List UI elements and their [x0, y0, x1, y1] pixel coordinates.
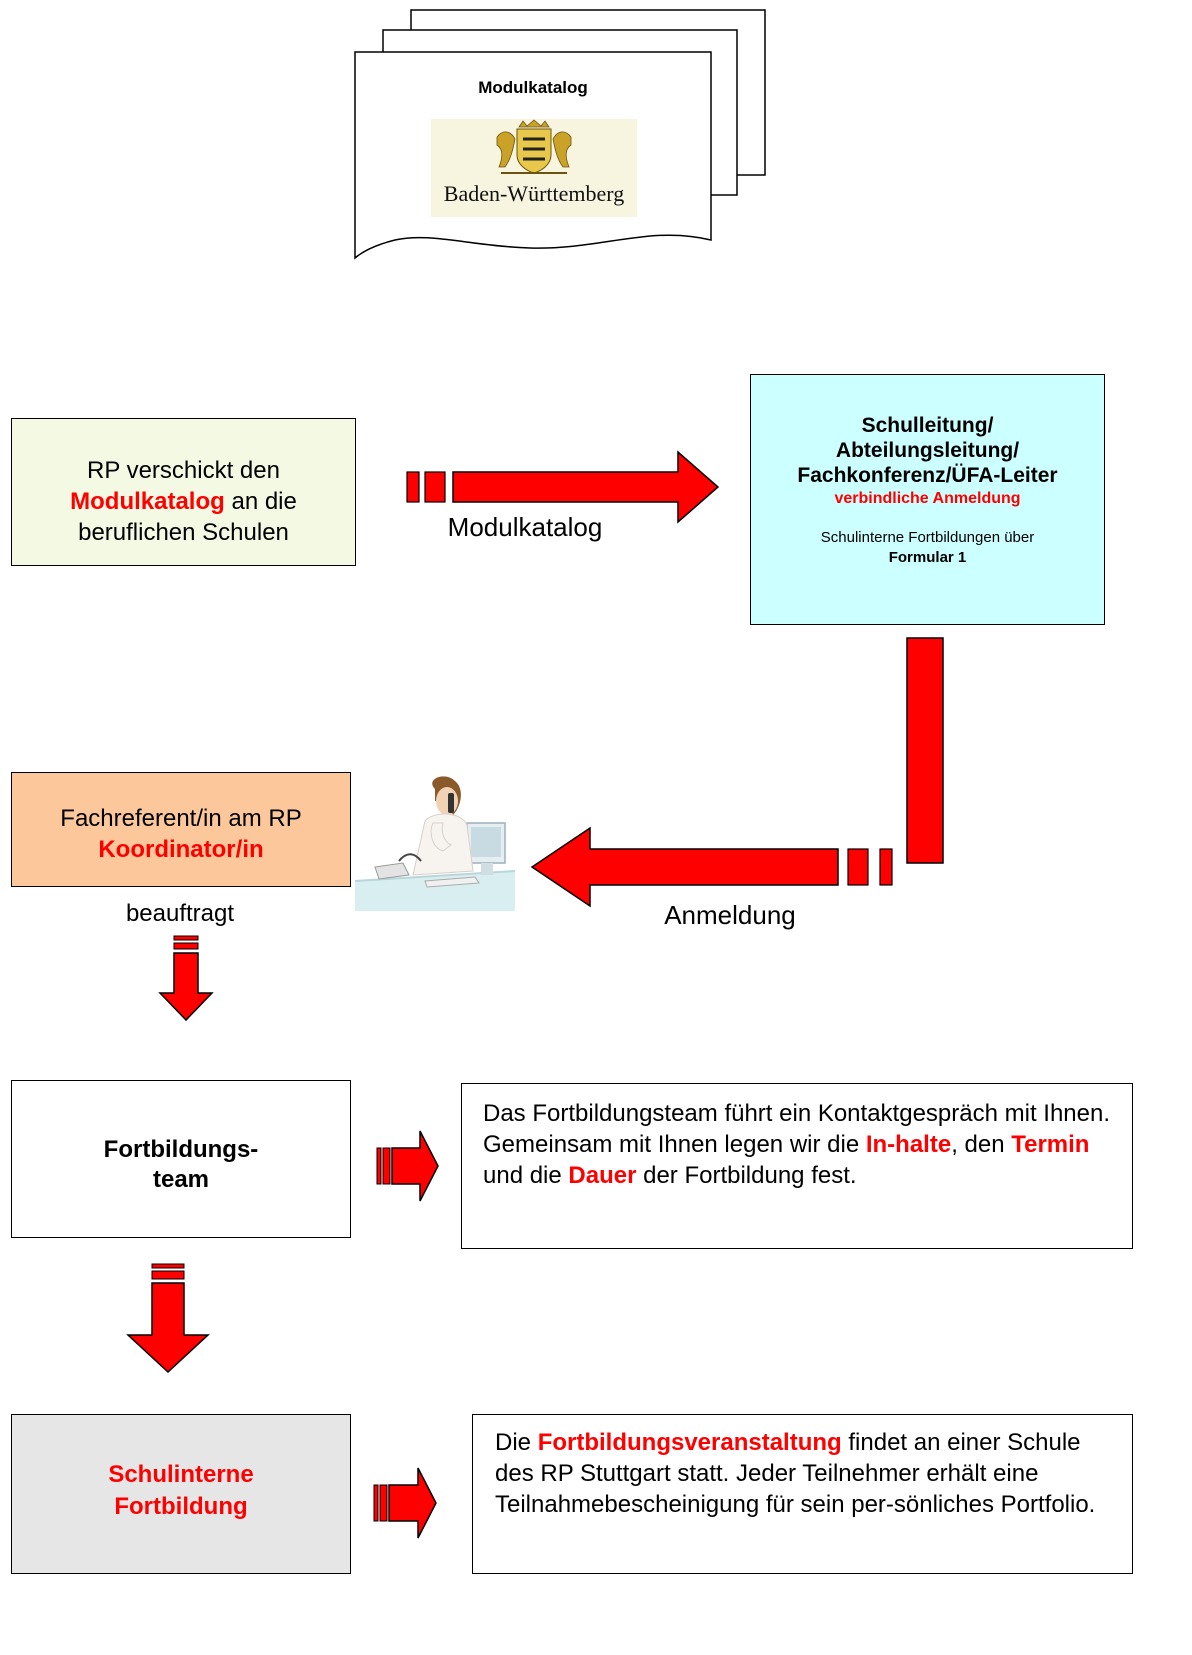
rp-line2-rest: an die: [224, 488, 297, 515]
team-text-dauer: Dauer: [568, 1162, 637, 1189]
schulleitung-highlight: verbindliche Anmeldung: [834, 490, 1021, 507]
schulintern-line2: Fortbildung: [114, 1493, 248, 1520]
schulleitung-line1: Schulleitung/: [861, 414, 994, 437]
team-text-termin: Termin: [1011, 1131, 1090, 1158]
schulinterne-fortbildung-box: Schulinterne Fortbildung: [11, 1414, 351, 1574]
fachreferent-line1: Fachreferent/in am RP: [60, 805, 302, 832]
catalog-title: Modulkatalog: [478, 78, 588, 97]
baden-wuerttemberg-logo: Baden-Württemberg: [431, 119, 637, 217]
team-line1: Fortbildungs-: [103, 1136, 259, 1163]
team-text-p2: , den: [951, 1131, 1012, 1158]
arrow-modulkatalog-label: Modulkatalog: [447, 512, 603, 542]
schulleitung-line3: Fachkonferenz/ÜFA-Leiter: [797, 464, 1058, 487]
schulleitung-line2: Abteilungsleitung/: [835, 439, 1020, 462]
arrow-modulkatalog: [406, 450, 720, 524]
fortbildungsteam-box: Fortbildungs- team: [11, 1080, 351, 1238]
fachreferent-highlight: Koordinator/in: [98, 836, 264, 863]
arrow-anmeldung-label: Anmeldung: [664, 900, 796, 930]
team-text-p3: und die: [483, 1162, 569, 1189]
person-phone-icon: [355, 771, 515, 911]
schulintern-text-p2: findet an einer Schule des RP Stuttgart …: [495, 1429, 1096, 1518]
rp-line3: beruflichen Schulen: [78, 519, 289, 546]
team-line2: team: [152, 1166, 210, 1193]
arrow-right-schulintern: [373, 1467, 437, 1539]
arrow-right-team: [376, 1130, 439, 1202]
schulintern-line1: Schulinterne: [108, 1461, 254, 1488]
schulintern-text-p1: Die: [495, 1429, 538, 1456]
arrow-down-beauftragt: [158, 935, 214, 1022]
team-text-p4: der Fortbildung fest.: [636, 1162, 857, 1189]
arrow-anmeldung: [530, 826, 893, 908]
arrow-down-team: [126, 1263, 210, 1374]
team-description-box: Das Fortbildungsteam führt ein Kontaktge…: [461, 1083, 1133, 1249]
rp-line2: Modulkatalog an die: [12, 486, 355, 517]
schulleitung-note-bold: Formular 1: [888, 549, 967, 566]
schulintern-text-highlight: Fortbildungsveranstaltung: [537, 1429, 842, 1456]
logo-text: Baden-Württemberg: [443, 181, 625, 206]
team-text-p1: Das Fortbildungsteam führt ein Kontaktge…: [483, 1100, 1110, 1158]
schulleitung-note: Schulinterne Fortbildungen über: [820, 529, 1035, 546]
schulintern-description-box: Die Fortbildungsveranstaltung findet an …: [472, 1414, 1133, 1574]
fachreferent-box: Fachreferent/in am RP Koordinator/in: [11, 772, 351, 887]
team-text-inhalte: In-halte: [865, 1131, 952, 1158]
beauftragt-label: beauftragt: [125, 900, 235, 927]
rp-box: RP verschickt den Modulkatalog an die be…: [11, 418, 356, 566]
rp-line1: RP verschickt den: [87, 457, 280, 484]
schulleitung-box: Schulleitung/ Abteilungsleitung/ Fachkon…: [750, 374, 1105, 625]
arrow-anmeldung-vertical: [906, 637, 944, 864]
rp-highlight: Modulkatalog: [70, 488, 225, 515]
coat-of-arms-icon: [496, 119, 572, 174]
